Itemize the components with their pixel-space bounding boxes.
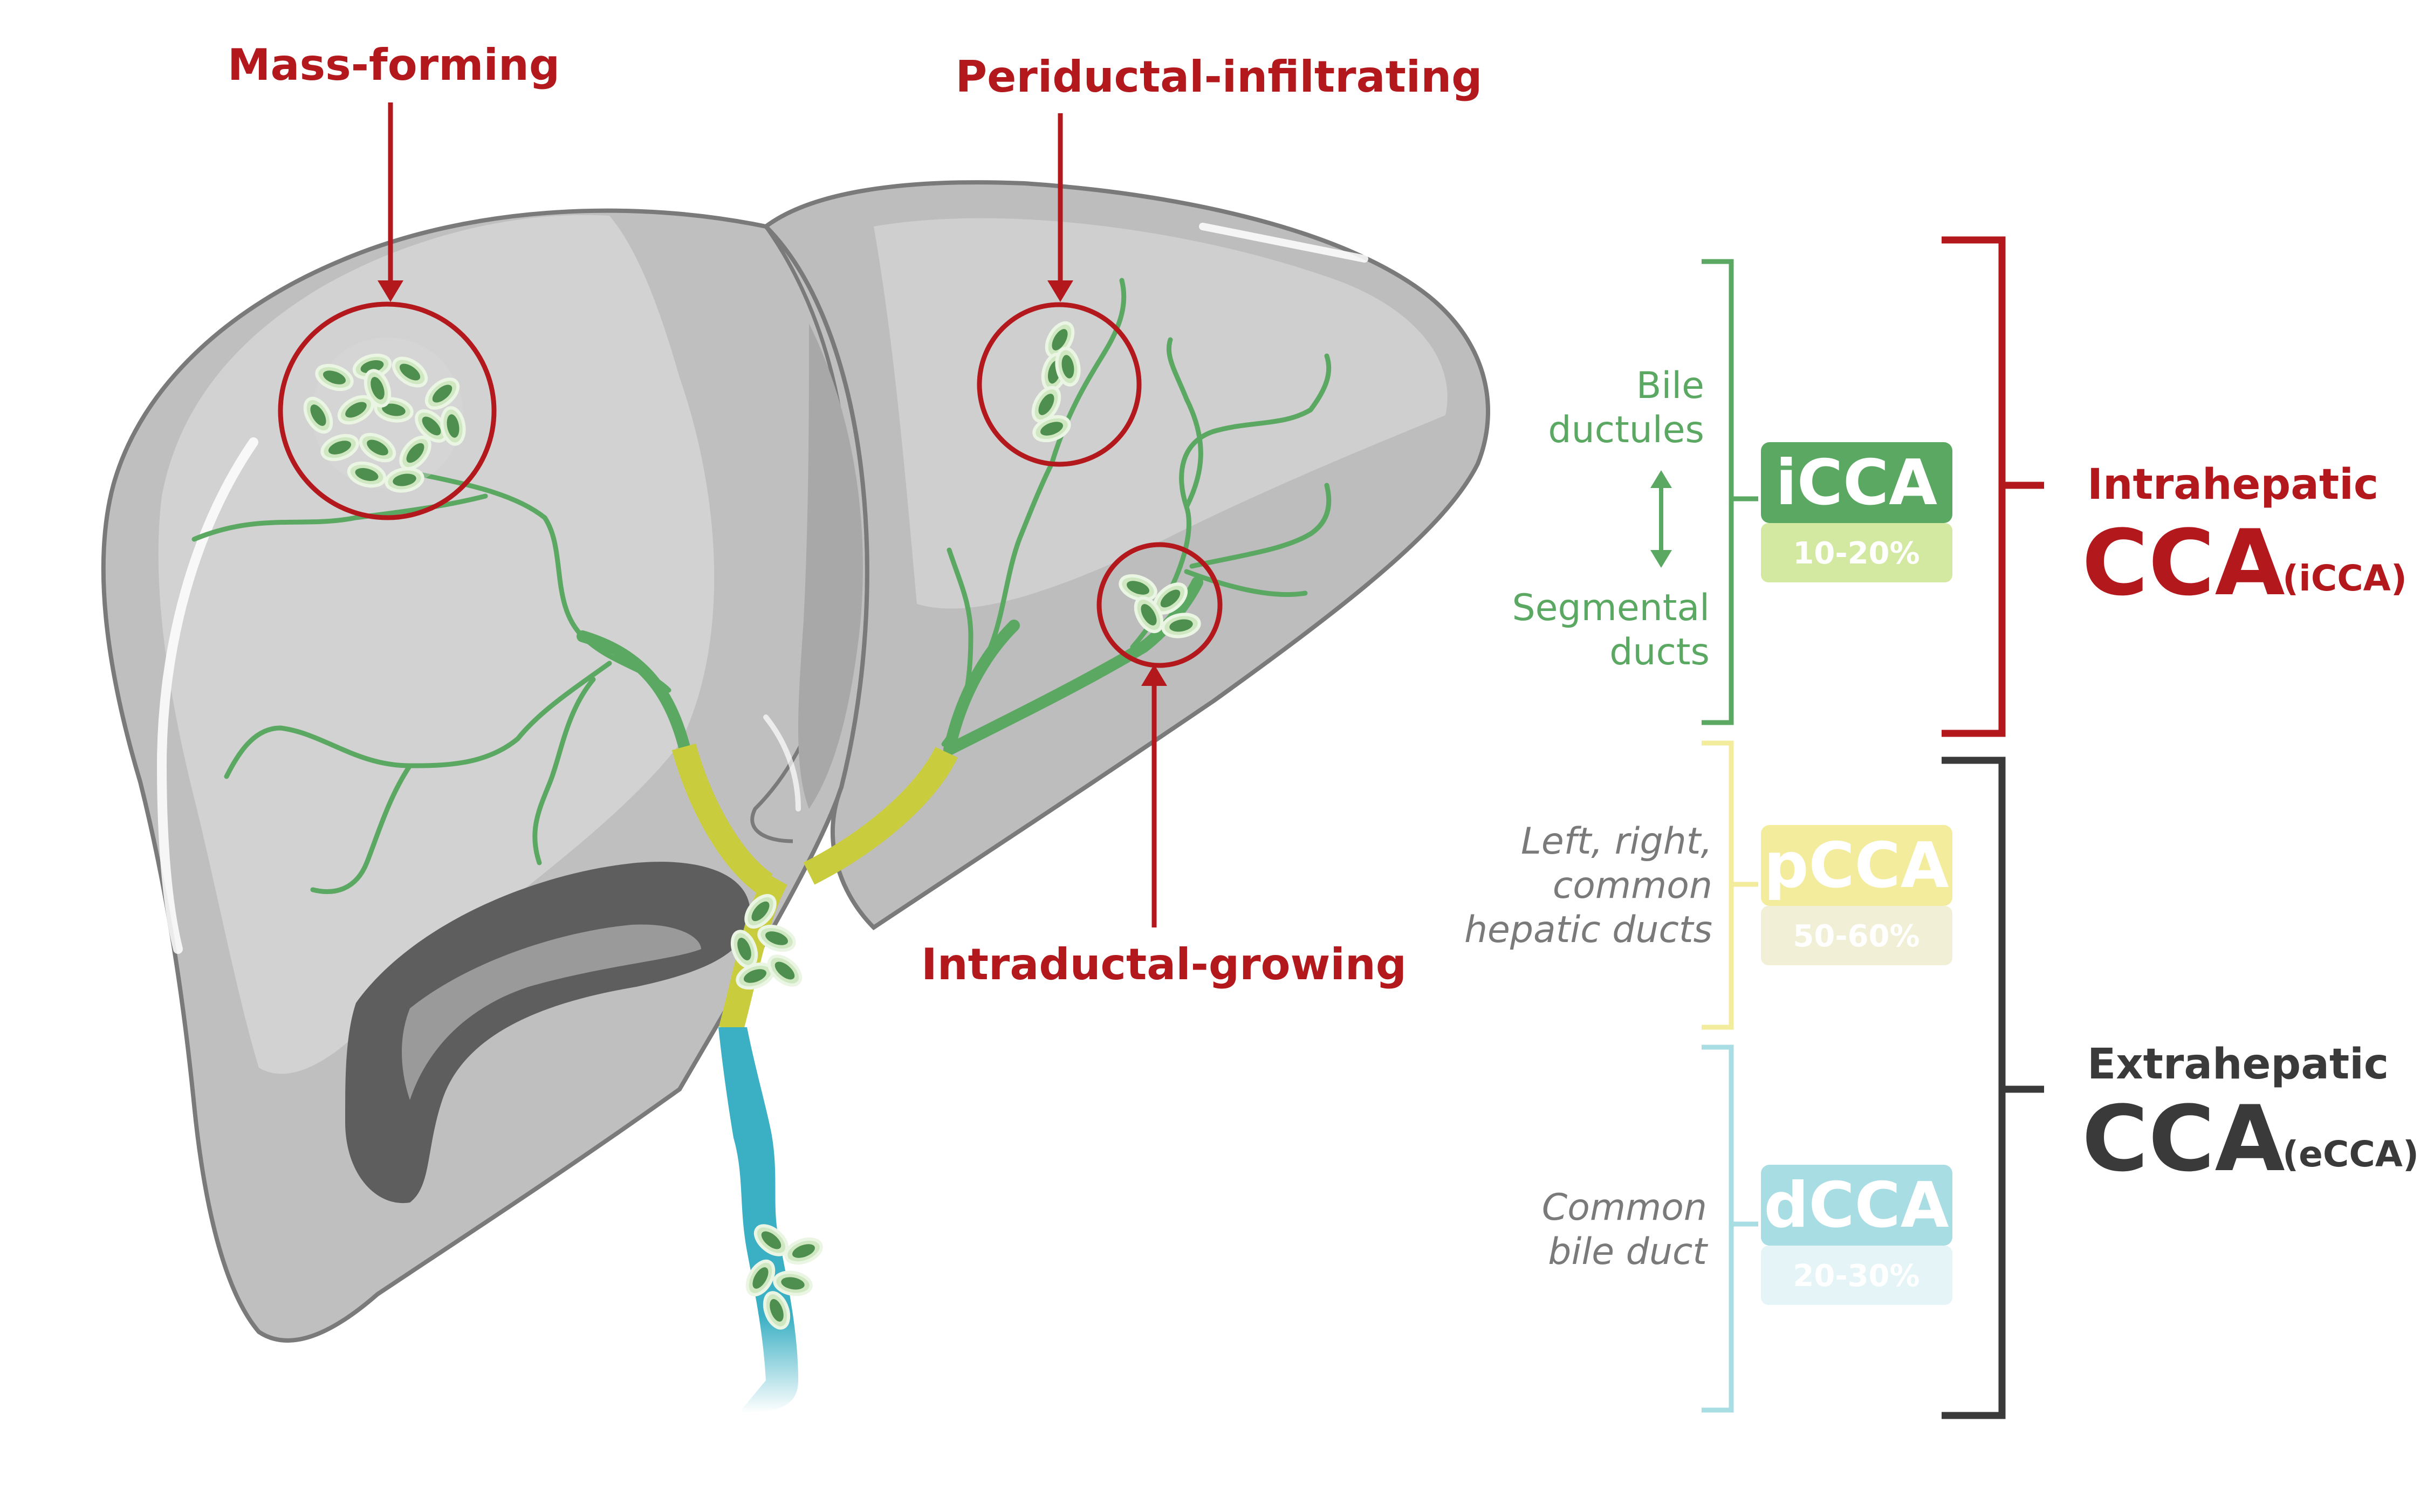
arrow-head-icon — [378, 280, 403, 302]
svg-text:CCA: CCA — [2082, 510, 2285, 616]
svg-text:bile duct: bile duct — [1548, 1231, 1708, 1273]
arrow-head-icon — [1047, 280, 1073, 302]
periductal-circle — [977, 302, 1142, 467]
tumor-mass-forming — [300, 338, 467, 494]
gloss-streak — [1199, 223, 1368, 263]
svg-text:Bile: Bile — [1636, 365, 1704, 407]
svg-text:ductules: ductules — [1548, 409, 1704, 451]
common-bile-duct-label: Common bile duct — [1542, 1186, 1709, 1273]
svg-text:common: common — [1553, 864, 1712, 907]
svg-text:50-60%: 50-60% — [1793, 919, 1919, 954]
common-bile-duct — [718, 1027, 798, 1413]
gallbladder-inner — [402, 924, 701, 1100]
extrahepatic-cca-label: Extrahepatic CCA (eCCA) — [2082, 1040, 2419, 1192]
right-lobe-highlight — [158, 215, 715, 1074]
distal-location-bracket — [1702, 1044, 1758, 1413]
gloss-streak — [156, 437, 258, 954]
icca-badge: iCCA 10-20% — [1761, 442, 1952, 582]
svg-text:20-30%: 20-30% — [1793, 1259, 1919, 1294]
svg-text:iCCA: iCCA — [1775, 446, 1937, 519]
intraductal-label: Intraductal-growing — [921, 939, 1407, 989]
svg-text:Segmental: Segmental — [1512, 587, 1710, 629]
gloss-streak — [763, 714, 801, 812]
dcca-badge: dCCA 20-30% — [1761, 1165, 1952, 1305]
periductal-label: Periductal-infiltrating — [956, 52, 1483, 102]
svg-text:Intrahepatic: Intrahepatic — [2087, 461, 2378, 509]
intraductal-circle — [1096, 542, 1223, 668]
extrahepatic-bracket — [1942, 757, 2044, 1419]
mass-forming-circle — [278, 301, 497, 520]
svg-text:ducts: ducts — [1609, 631, 1710, 673]
svg-text:10-20%: 10-20% — [1793, 536, 1919, 571]
svg-text:(iCCA): (iCCA) — [2282, 558, 2407, 599]
svg-text:hepatic ducts: hepatic ducts — [1464, 909, 1712, 951]
pcca-badge: pCCA 50-60% — [1761, 825, 1952, 965]
svg-text:CCA: CCA — [2082, 1086, 2285, 1192]
intrahepatic-cca-label: Intrahepatic CCA (iCCA) — [2082, 461, 2407, 616]
hepatic-ducts-label: Left, right, common hepatic ducts — [1464, 820, 1712, 951]
segmental-ducts-label: Segmental ducts — [1512, 587, 1710, 673]
fissure-shadow — [798, 324, 863, 809]
bile-ductules-label: Bile ductules — [1548, 365, 1704, 451]
svg-text:dCCA: dCCA — [1764, 1169, 1949, 1242]
svg-text:Left, right,: Left, right, — [1521, 820, 1712, 863]
svg-text:Extrahepatic: Extrahepatic — [2087, 1040, 2389, 1089]
perihilar-location-bracket — [1702, 740, 1758, 1030]
intrahepatic-bracket — [1942, 236, 2044, 737]
growth-pattern-markers — [278, 102, 1223, 927]
arrow-head-icon — [1141, 664, 1167, 686]
svg-text:(eCCA): (eCCA) — [2282, 1133, 2419, 1175]
double-arrow-icon — [1650, 470, 1672, 568]
svg-text:Common: Common — [1542, 1186, 1707, 1229]
liver-illustration — [101, 180, 1490, 1343]
mass-forming-label: Mass-forming — [228, 40, 560, 90]
svg-text:pCCA: pCCA — [1764, 829, 1949, 902]
intrahepatic-location-bracket — [1702, 259, 1758, 725]
